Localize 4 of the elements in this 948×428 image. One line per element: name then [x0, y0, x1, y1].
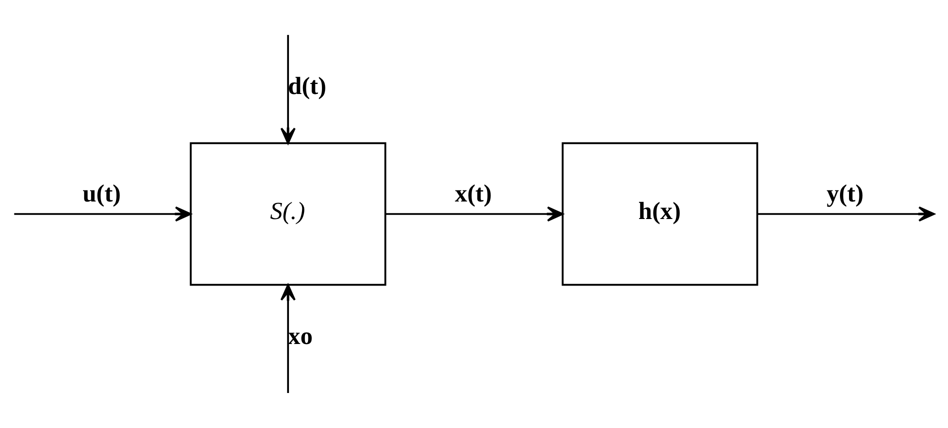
edge-label: y(t)	[826, 180, 864, 208]
edge-label: u(t)	[82, 180, 121, 208]
edge-label: d(t)	[288, 72, 326, 100]
edge-label: x(t)	[454, 180, 492, 208]
